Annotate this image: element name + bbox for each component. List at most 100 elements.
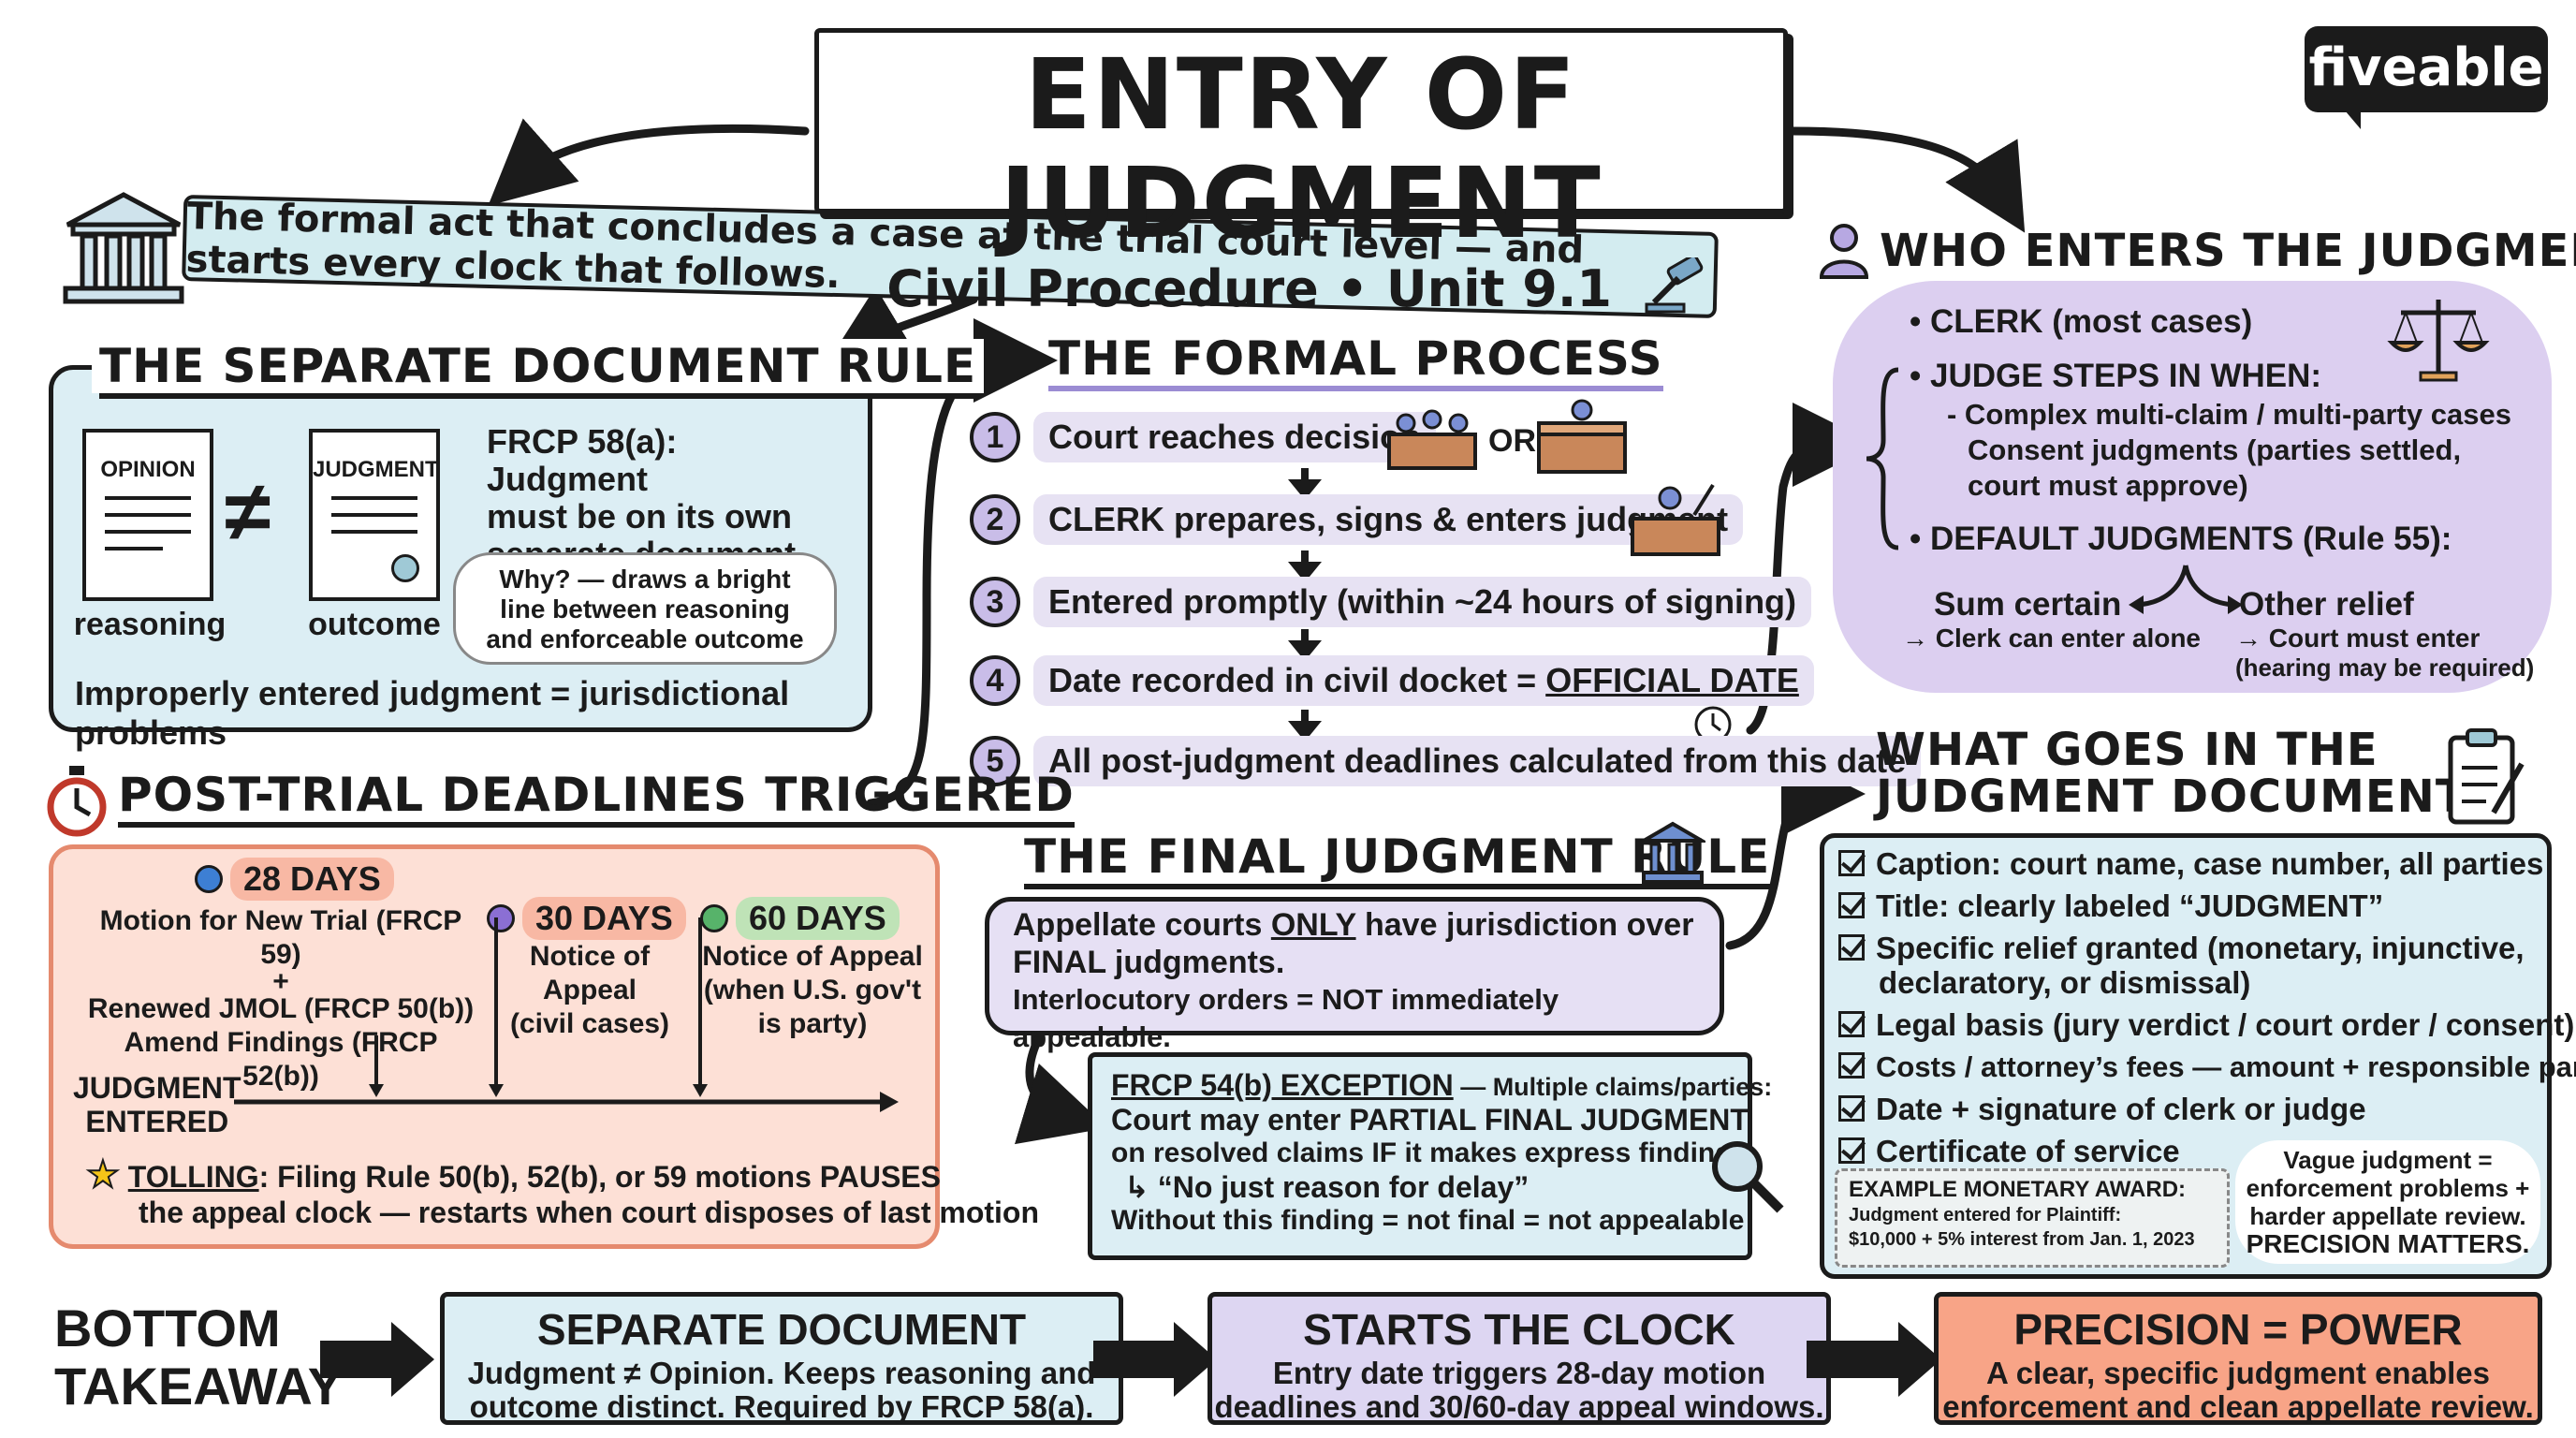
rule-line: must be on its own [487,497,793,536]
sum-certain-note: → Clerk can enter alone [1902,624,2202,653]
deadline-28-plus: + [272,966,289,997]
checkbox-icon [1838,1052,1865,1078]
tolling-label: TOLLING [127,1160,259,1194]
entered-line: ENTERED [85,1105,229,1138]
vague-line: enforcement problems + [2246,1174,2530,1202]
frcp-58a-rule: FRCP 58(a): Judgment must be on its own … [487,423,842,573]
exception-line: Without this finding = not final = not a… [1111,1205,1745,1236]
separate-document-title: THE SEPARATE DOCUMENT RULE [92,339,985,399]
tolling-note: ★ TOLLING: Filing Rule 50(b), 52(b), or … [85,1155,1039,1230]
step-number: 1 [970,412,1020,462]
bottom-takeaway-label: BOTTOM TAKEAWAY [54,1299,343,1416]
final-judgment-bubble [985,897,1724,1035]
gavel-icon [1645,254,1703,314]
checklist-item: Legal basis (jury verdict / court order … [1838,1007,2574,1042]
separate-document-title-text: THE SEPARATE DOCUMENT RULE [99,339,977,399]
deadline-60: 60 DAYS [700,897,900,940]
checkbox-icon [1838,1011,1865,1037]
brace-icon [1866,367,1899,550]
vague-line: harder appellate review. [2249,1202,2526,1230]
vague-line: Vague judgment = [2283,1146,2493,1174]
judge-item: - Complex multi-claim / multi-party case… [1947,398,2511,431]
step-text: Entered promptly (within ~24 hours of si… [1033,577,1812,627]
judgment-entered-label: JUDGMENT ENTERED [73,1071,242,1138]
subtitle-text: Civil Procedure • Unit 9.1 [886,259,1612,318]
page-title: ENTRY OF JUDGMENT [1000,37,1603,260]
takeaway-precision-power: PRECISION = POWER A clear, specific judg… [1934,1292,2542,1425]
not-equal-sign: ≠ [225,465,271,559]
arrow-final-exception [1014,1033,1108,1145]
stopwatch-icon [47,766,107,837]
what-goes-title-line: WHAT GOES IN THE [1876,724,2378,776]
takeaway-starts-clock: STARTS THE CLOCK Entry date triggers 28-… [1208,1292,1831,1425]
deadline-28-list: Motion for New Trial (FRCP 59) + Renewed… [84,904,477,1093]
sum-certain: Sum certain [1934,586,2122,623]
takeaway-arrow-2 [1093,1341,1179,1378]
takeaway-arrow-3 [1807,1341,1904,1378]
checklist-item: Specific relief granted (monetary, injun… [1838,931,2550,965]
step-number: 2 [970,494,1020,545]
takeaway-line: Entry date triggers 28-day motion [1272,1356,1766,1390]
logo-tail [2340,105,2361,129]
process-step-5: 5 All post-judgment deadlines calculated… [970,736,1922,786]
checklist-text: Title: clearly labeled “JUDGMENT” [1876,888,2384,923]
who-enters-panel [1833,281,2552,693]
exception-subtitle: — Multiple claims/parties: [1453,1073,1773,1101]
checklist-text: Caption: court name, case number, all pa… [1876,846,2544,881]
checklist-item: Title: clearly labeled “JUDGMENT” [1838,888,2550,923]
tolling-text: : Filing Rule 50(b), 52(b), or 59 motion… [258,1160,941,1194]
exception-quote: ↳ “No just reason for delay” [1124,1170,1530,1204]
deadline-60-item: (when U.S. gov't [703,975,922,1005]
deadline-30-tag: 30 DAYS [522,897,686,940]
final-judgment-text: Appellate courts ONLY have jurisdiction … [1013,906,1724,1056]
formal-process-title: THE FORMAL PROCESS [1048,331,1663,391]
seal-icon [391,554,419,582]
entered-line: JUDGMENT [73,1071,242,1105]
step-text: Court reaches decision [1033,412,1437,462]
scales-icon [2387,300,2490,382]
deadline-28-item: Renewed JMOL (FRCP 50(b)) [87,993,475,1024]
exception-title: FRCP 54(b) EXCEPTION [1111,1068,1454,1102]
takeaway-line: A clear, specific judgment enables [1986,1356,2490,1390]
why-line: line between reasoning [500,594,790,624]
final-text-part: have jurisdiction over [1355,907,1694,943]
timeline-axis [234,917,899,1112]
or-label: OR [1488,423,1536,459]
what-goes-title: WHAT GOES IN THE JUDGMENT DOCUMENT? [1876,726,2494,820]
official-date-emphasis: OFFICIAL DATE [1545,661,1799,699]
title-card: ENTRY OF JUDGMENT Civil Procedure • Unit… [814,28,1788,318]
separate-document-warning: Improperly entered judgment = jurisdicti… [75,674,790,752]
who-clerk: • CLERK (most cases) [1910,303,2253,340]
process-step-3: 3 Entered promptly (within ~24 hours of … [970,577,1812,627]
deadlines-title-text: POST-TRIAL DEADLINES TRIGGERED [118,768,1075,828]
page-subtitle: Civil Procedure • Unit 9.1 [819,254,1783,319]
arrow-title-right [1788,126,2026,233]
example-line: Judgment entered for Plaintiff: [1849,1205,2122,1225]
step-number: 5 [970,736,1020,786]
clerk-desk-icon [1631,483,1720,556]
judge-item: Consent judgments (parties settled, [1968,433,2462,466]
jury-icon [1387,409,1477,470]
judge-bench-icon [1537,399,1627,474]
who-judge: • JUDGE STEPS IN WHEN: [1910,358,2322,394]
deadline-60-item: is party) [757,1008,868,1039]
takeaway-label-line: TAKEAWAY [54,1357,344,1416]
step-text-main: Date recorded in civil docket = [1048,661,1546,699]
purple-dot-icon [487,904,515,932]
rule-line: FRCP 58(a): Judgment [487,422,678,498]
checkbox-icon [1838,892,1865,918]
process-step-1: 1 Court reaches decision [970,412,1437,462]
final-text-line: Interlocutory orders = NOT immediately a… [1013,983,1559,1053]
exception-line: Court may enter PARTIAL FINAL JUDGMENT [1111,1103,1749,1137]
what-goes-list: Caption: court name, case number, all pa… [1838,846,2576,1168]
checklist-text: Date + signature of clerk or judge [1876,1092,2366,1126]
deadline-60-list: Notice of Appeal (when U.S. gov't is par… [700,940,925,1041]
takeaway-line: deadlines and 30/60-day appeal windows. [1214,1389,1824,1424]
checklist-item: Certificate of service [1838,1134,2550,1168]
checklist-item: Costs / attorney’s fees — amount + respo… [1838,1049,2576,1084]
takeaway-arrowhead-1 [391,1322,434,1397]
who-enters-title: WHO ENTERS THE JUDGMENT? [1880,225,2576,277]
split-arrow [2129,565,2243,614]
deadline-30-item: Notice of [529,941,651,972]
checklist-text: Specific relief granted (monetary, injun… [1876,931,2525,965]
